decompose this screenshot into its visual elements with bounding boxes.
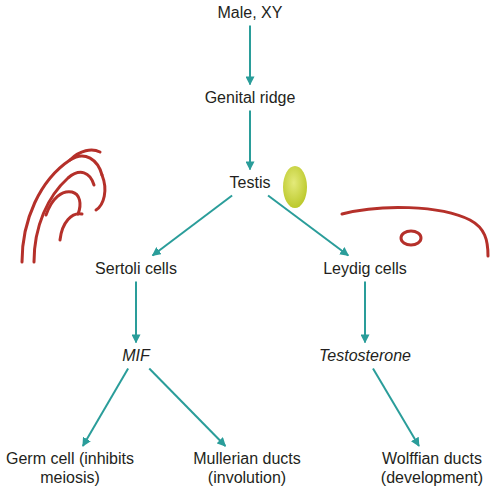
flow-arrow [83,369,128,447]
flow-arrow [268,196,348,256]
hormone-label: MIF [122,346,150,365]
flow-arrow [149,369,225,447]
cell-label: Leydig cells [323,259,407,278]
node-text: Germ cell (inhibits meiosis) [2,449,138,487]
node-text: Testosterone [319,346,411,365]
node-text: Genital ridge [205,88,296,107]
testis-icon [283,166,307,208]
leydig-cell-drawing [342,207,488,256]
sertoli-tubule-drawing [22,150,105,262]
stage-label: Genital ridge [205,88,296,107]
flow-arrow [364,282,366,343]
target-label: Wolffian ducts (development) [372,449,492,487]
node-text: MIF [122,346,150,365]
node-text: Wolffian ducts (development) [372,449,492,487]
node-text: Sertoli cells [95,259,177,278]
flow-arrow [249,26,251,85]
flow-arrow [153,196,233,256]
node-text: Male, XY [218,3,283,22]
node-text: Testis [230,173,271,192]
hormone-label: Testosterone [319,346,411,365]
flow-arrow [373,369,419,447]
flow-arrow [249,111,251,170]
sex-label: Male, XY [218,3,283,22]
node-text: Mullerian ducts (involution) [182,449,312,487]
cell-label: Sertoli cells [95,259,177,278]
target-label: Germ cell (inhibits meiosis) [2,449,138,487]
node-text: Leydig cells [323,259,407,278]
flow-arrow [135,282,137,343]
target-label: Mullerian ducts (involution) [182,449,312,487]
organ-label: Testis [230,173,271,192]
